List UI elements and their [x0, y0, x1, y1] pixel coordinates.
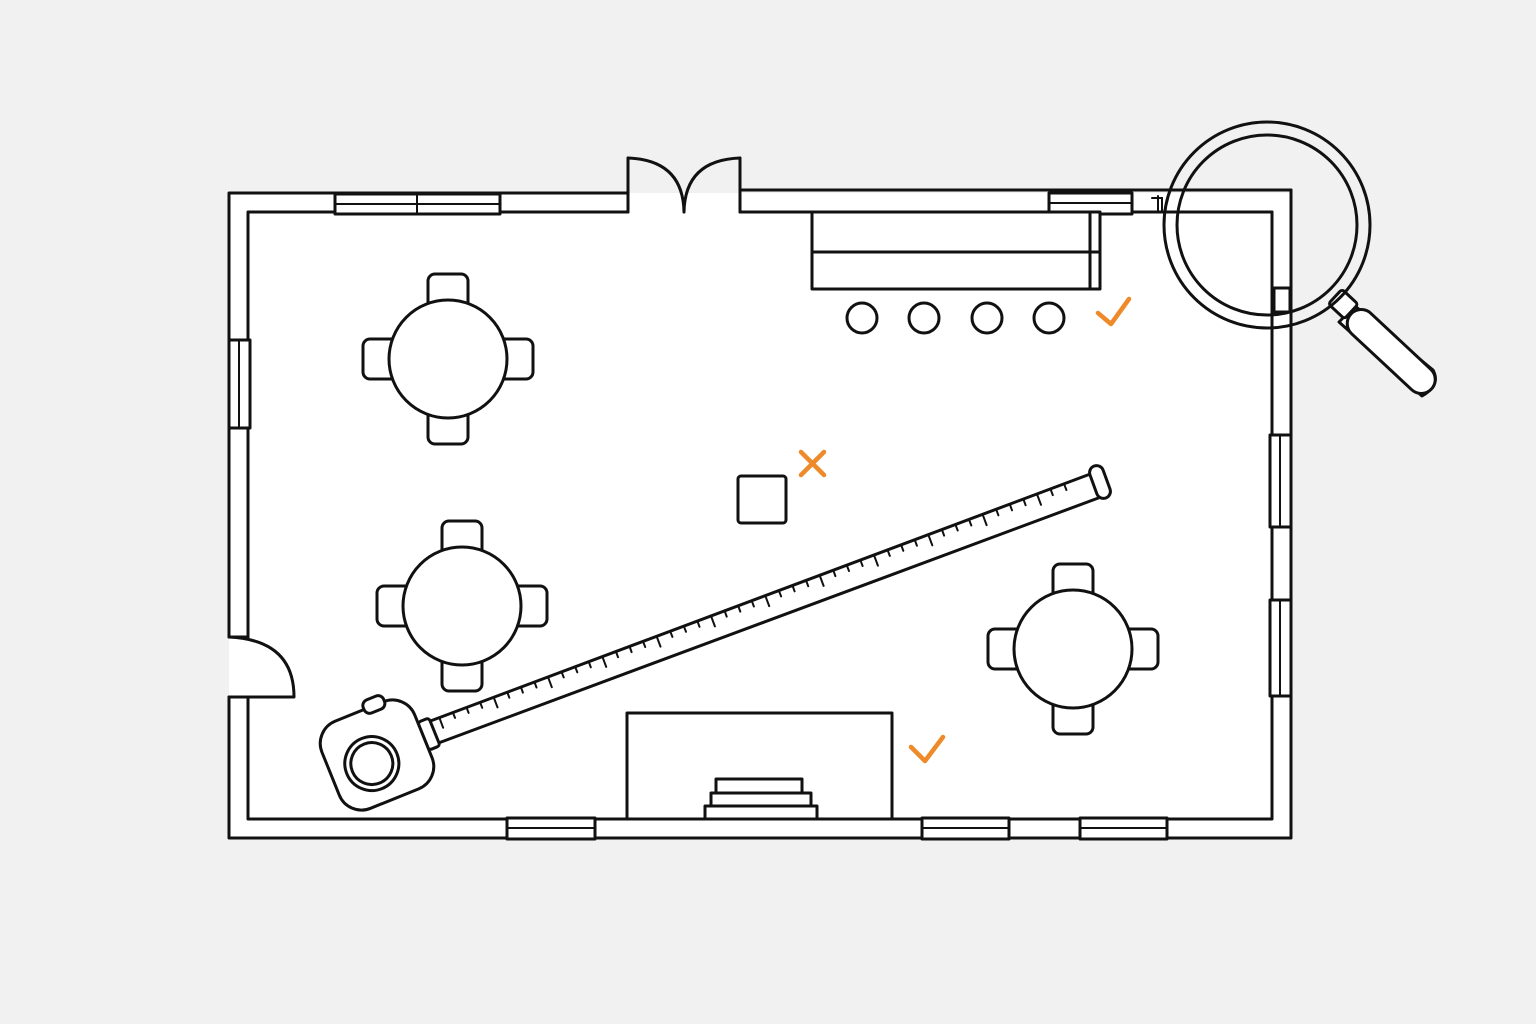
window	[333, 192, 502, 216]
window	[920, 816, 1011, 841]
annotation-marks	[798, 296, 1132, 764]
side-door	[227, 635, 296, 699]
bar-counter	[810, 210, 1102, 291]
stool	[907, 301, 941, 335]
window	[505, 816, 597, 841]
check-mark-icon	[1095, 296, 1132, 327]
window	[1078, 816, 1169, 841]
double-door	[626, 156, 742, 214]
stage-platform	[625, 711, 894, 821]
window	[1268, 433, 1293, 529]
magnifier-icon	[1151, 120, 1437, 398]
window	[1268, 598, 1293, 698]
x-mark-icon	[798, 449, 827, 478]
windows	[227, 191, 1293, 841]
stool	[970, 301, 1004, 335]
stool	[845, 301, 879, 335]
tape-ticks	[438, 484, 1068, 729]
tape-end-hook	[1088, 464, 1112, 500]
check-mark-icon	[908, 734, 946, 764]
tape-measure-icon	[318, 464, 1112, 812]
window	[227, 338, 252, 430]
stool	[1032, 301, 1066, 335]
square-object	[736, 474, 788, 525]
bar-stools	[845, 301, 1066, 335]
tape-housing	[318, 694, 441, 812]
